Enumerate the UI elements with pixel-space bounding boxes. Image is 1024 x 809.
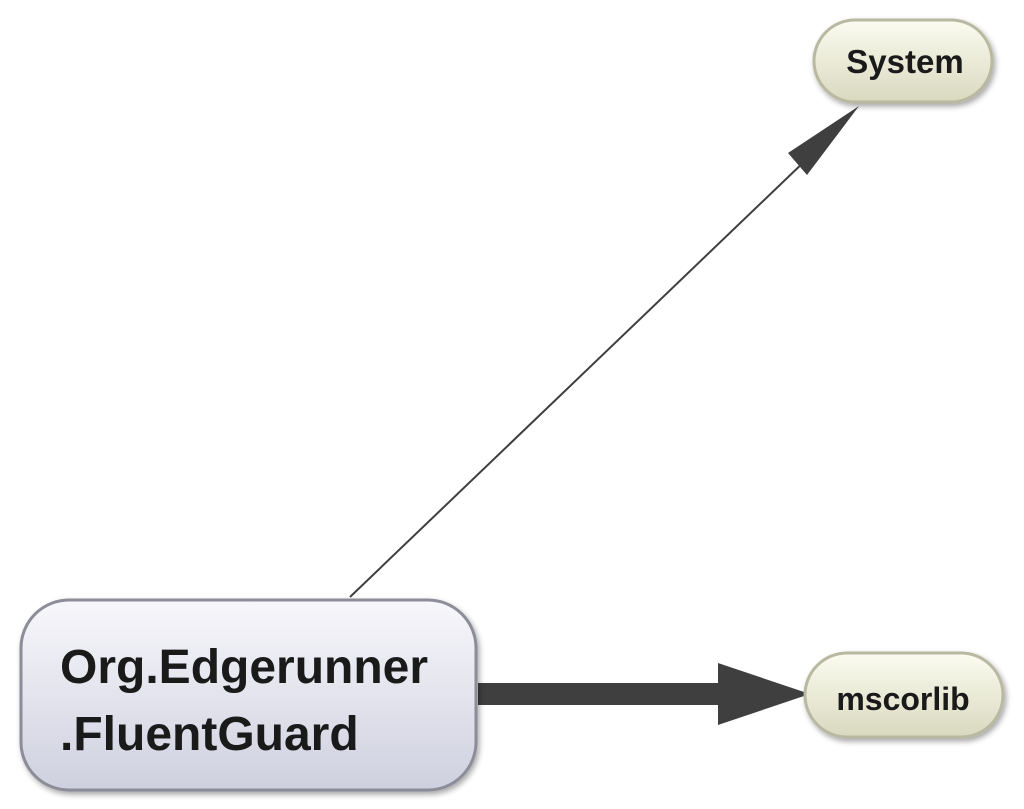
edge-line-system bbox=[349, 157, 809, 598]
node-mscorlib-label: mscorlib bbox=[836, 681, 969, 717]
node-mscorlib-pill bbox=[803, 651, 1005, 739]
node-main-label-line1: Org.Edgerunner bbox=[60, 641, 428, 694]
arrowhead-mscorlib bbox=[718, 663, 810, 725]
node-main-label-line2: .FluentGuard bbox=[60, 708, 359, 761]
edge-to-mscorlib bbox=[478, 663, 810, 725]
edge-line-mscorlib bbox=[478, 683, 723, 705]
edge-to-system bbox=[349, 106, 859, 598]
node-main-box bbox=[19, 598, 478, 792]
node-mscorlib[interactable] bbox=[803, 651, 1005, 739]
node-org-edgerunner-fluentguard[interactable] bbox=[19, 598, 478, 792]
arrowhead-system bbox=[788, 106, 859, 175]
node-system[interactable] bbox=[812, 18, 994, 104]
node-system-label: System bbox=[846, 43, 963, 80]
node-system-pill bbox=[812, 18, 994, 104]
